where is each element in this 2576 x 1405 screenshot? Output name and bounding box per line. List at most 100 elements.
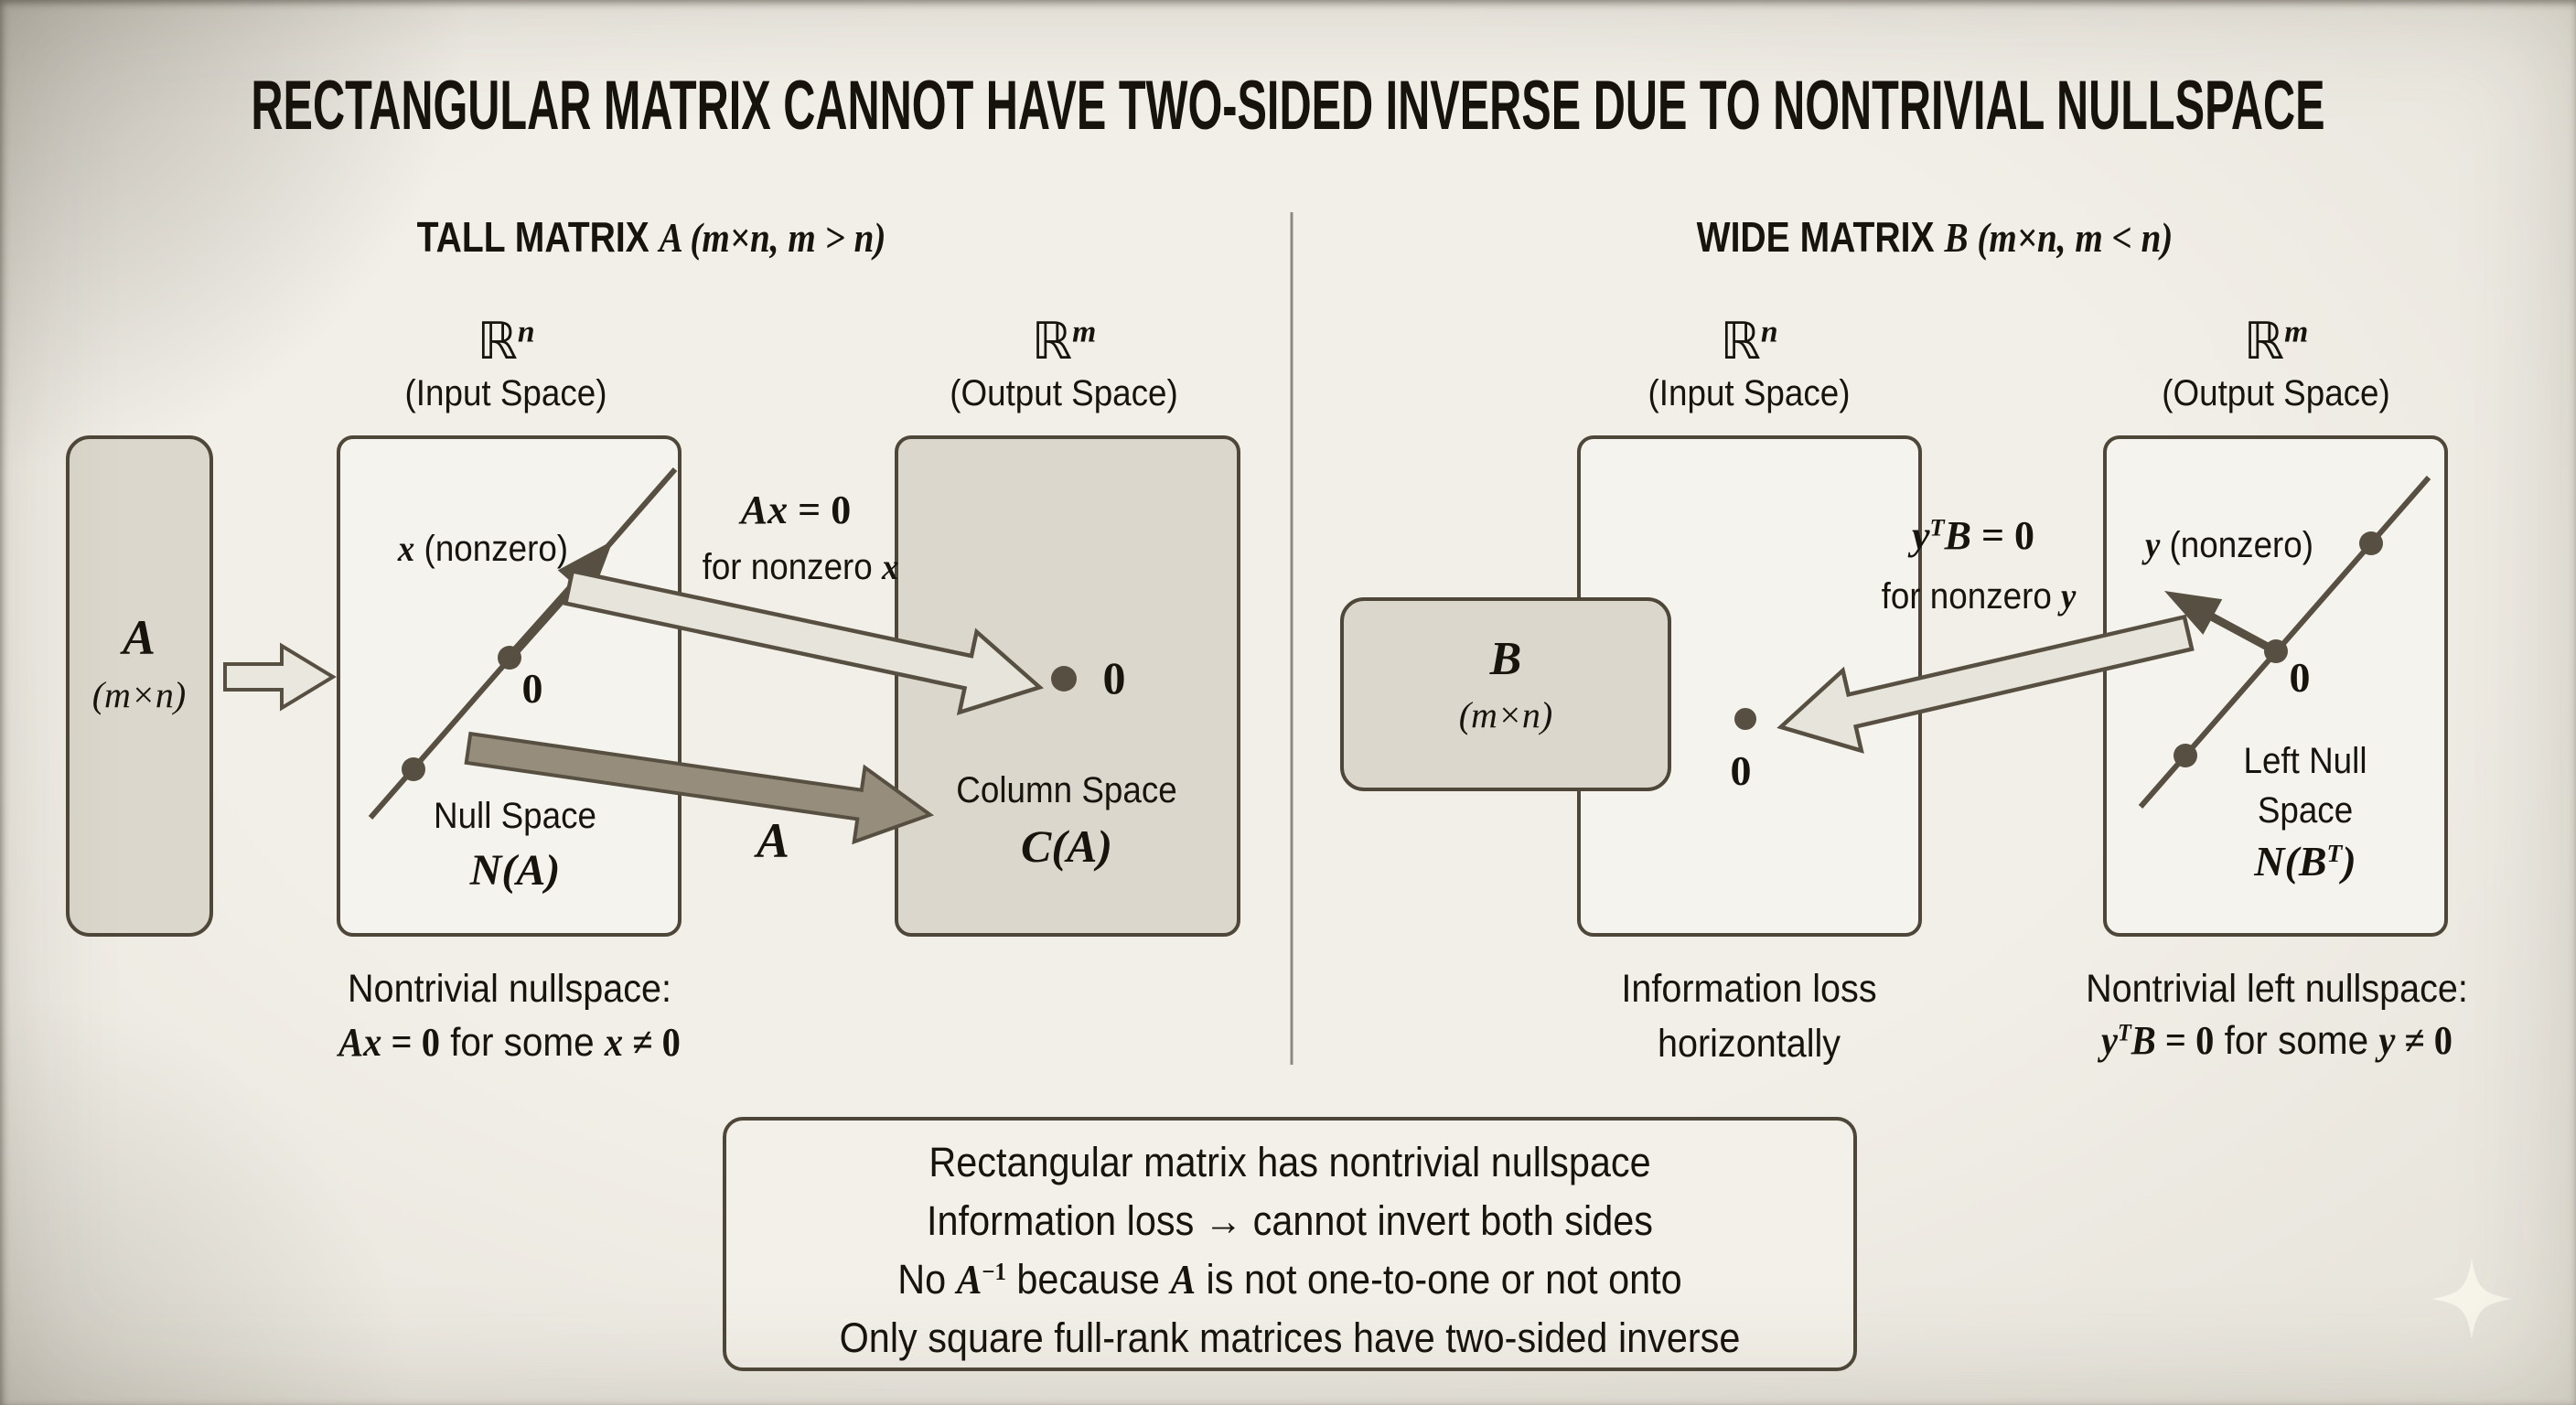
origin-zero-left: 0 xyxy=(521,665,543,712)
math-y: y xyxy=(2378,1018,2396,1063)
label-rest: (nonzero) xyxy=(2160,525,2314,565)
left-caption-line1: Nontrivial nullspace: xyxy=(347,967,672,1011)
leftnull-dot-upper xyxy=(2359,531,2383,555)
right-caption-line1: Nontrivial left nullspace: xyxy=(2086,967,2468,1011)
reals-symbol: ℝ xyxy=(1031,312,1073,371)
input-space-caption-right: (Input Space) xyxy=(1648,373,1851,413)
a-map-label: A xyxy=(756,813,790,868)
eq-zero: = 0 xyxy=(788,488,852,532)
transpose-sup: T xyxy=(2326,838,2343,867)
origin-zero-right: 0 xyxy=(2289,654,2311,701)
rm-symbol-right: ℝm xyxy=(2244,313,2308,370)
matrix-b-box xyxy=(1340,597,1671,791)
reals-symbol: ℝ xyxy=(477,312,518,371)
math-y: y xyxy=(2061,575,2077,617)
transpose-sup: T xyxy=(1929,513,1945,542)
label-rest: for some xyxy=(439,1020,605,1065)
leftnull-dot-lower xyxy=(2174,744,2197,767)
summary-box xyxy=(723,1117,1857,1371)
mid-caption-line1: Information loss xyxy=(1621,967,1877,1011)
ytb-zero-subtext: for nonzero y xyxy=(1882,576,2077,617)
header-math: B (m×n, m < n) xyxy=(1944,214,2174,261)
summary-line1: Rectangular matrix has nontrivial nullsp… xyxy=(928,1139,1651,1185)
right-caption-line2: yTB = 0 for some y ≠ 0 xyxy=(2100,1018,2453,1063)
math-y: y xyxy=(1911,513,1930,558)
rn-symbol-left: ℝn xyxy=(477,313,534,370)
ax-zero-subtext: for nonzero x xyxy=(702,546,899,588)
header-math: A (m×n, m > n) xyxy=(659,214,886,261)
input-space-caption-left: (Input Space) xyxy=(404,373,607,413)
matrix-a-dims: (m×n) xyxy=(91,674,187,715)
x-vector-arrowhead-icon xyxy=(557,541,613,599)
input-zero-label-right: 0 xyxy=(1730,747,1752,794)
text-pre: No xyxy=(897,1256,957,1303)
math-x: x xyxy=(604,1020,624,1065)
label-rest: for nonzero xyxy=(702,547,882,587)
math-Ax: Ax xyxy=(338,1020,382,1065)
matrix-a-box xyxy=(66,435,213,937)
output-space-caption-left: (Output Space) xyxy=(950,373,1178,413)
label-rest: (nonzero) xyxy=(414,529,569,569)
matrix-a-letter: A xyxy=(122,610,156,665)
math-A: A xyxy=(956,1257,982,1303)
eq-zero: = 0 xyxy=(381,1020,440,1065)
left-panel-header: TALL MATRIX A (m×n, m > n) xyxy=(417,214,886,262)
math-close: ) xyxy=(2342,838,2356,885)
x-vector-label: x (nonzero) xyxy=(397,528,569,570)
math-y: y xyxy=(2144,524,2161,565)
rm-symbol-left: ℝm xyxy=(1032,313,1096,370)
origin-dot-right xyxy=(2264,639,2288,663)
a-feed-arrow-icon xyxy=(223,642,337,712)
inverse-sup: −1 xyxy=(982,1258,1006,1286)
ytb-zero-equation: yTB = 0 xyxy=(1911,513,2035,558)
nullspace-dot xyxy=(402,757,425,781)
math-Ax: Ax xyxy=(740,488,789,532)
math-x: x xyxy=(397,528,415,569)
column-zero-label: 0 xyxy=(1102,652,1126,703)
eq-zero: = 0 xyxy=(2155,1018,2215,1063)
eq-zero: = 0 xyxy=(1970,513,2035,558)
ytb-zero-arrow-icon xyxy=(1776,614,2195,754)
exponent: n xyxy=(1760,315,1778,349)
origin-dot-left xyxy=(498,646,521,670)
output-space-caption-right: (Output Space) xyxy=(2162,373,2390,413)
text-post: is not one-to-one or not onto xyxy=(1196,1256,1682,1303)
rn-symbol-right: ℝn xyxy=(1720,313,1777,370)
y-vector-label: y (nonzero) xyxy=(2144,524,2314,566)
column-space-math: C(A) xyxy=(1021,820,1112,872)
left-null-label1: Left Null xyxy=(2243,741,2367,781)
header-label: WIDE MATRIX xyxy=(1696,213,1945,261)
label-rest: for nonzero xyxy=(1881,576,2062,617)
neq-zero: ≠ 0 xyxy=(623,1020,681,1065)
exponent: m xyxy=(2284,315,2309,349)
reals-symbol: ℝ xyxy=(2243,312,2285,371)
summary-line3: No A−1 because A is not one-to-one or no… xyxy=(897,1257,1681,1303)
math-x: x xyxy=(881,546,899,587)
column-space-label: Column Space xyxy=(956,770,1177,810)
summary-line2: Information loss → cannot invert both si… xyxy=(927,1197,1653,1244)
math-y: y xyxy=(2100,1018,2118,1063)
neq-zero: ≠ 0 xyxy=(2395,1018,2453,1063)
right-panel-header: WIDE MATRIX B (m×n, m < n) xyxy=(1697,214,2174,262)
input-zero-dot-right xyxy=(1734,708,1756,730)
matrix-b-dims: (m×n) xyxy=(1458,694,1553,735)
a-map-arrow-icon xyxy=(464,731,935,845)
math-B: B xyxy=(1944,513,1971,558)
diagram-title: RECTANGULAR MATRIX CANNOT HAVE TWO-SIDED… xyxy=(251,67,2325,145)
math-A: A xyxy=(1170,1257,1197,1303)
sparkle-icon xyxy=(2431,1259,2512,1339)
null-space-math: N(A) xyxy=(469,846,561,895)
text-mid: because xyxy=(1005,1256,1171,1303)
summary-line4: Only square full-rank matrices have two-… xyxy=(839,1314,1741,1361)
null-space-label: Null Space xyxy=(434,796,596,836)
left-caption-line2: Ax = 0 for some x ≠ 0 xyxy=(338,1020,681,1065)
header-label: TALL MATRIX xyxy=(416,213,660,261)
exponent: m xyxy=(1072,315,1097,349)
column-zero-dot xyxy=(1051,666,1077,692)
exponent: n xyxy=(517,315,535,349)
ax-zero-equation: Ax = 0 xyxy=(741,488,851,532)
left-null-math: N(BT) xyxy=(2254,838,2356,885)
transpose-sup: T xyxy=(2117,1018,2131,1046)
reals-symbol: ℝ xyxy=(1720,312,1761,371)
